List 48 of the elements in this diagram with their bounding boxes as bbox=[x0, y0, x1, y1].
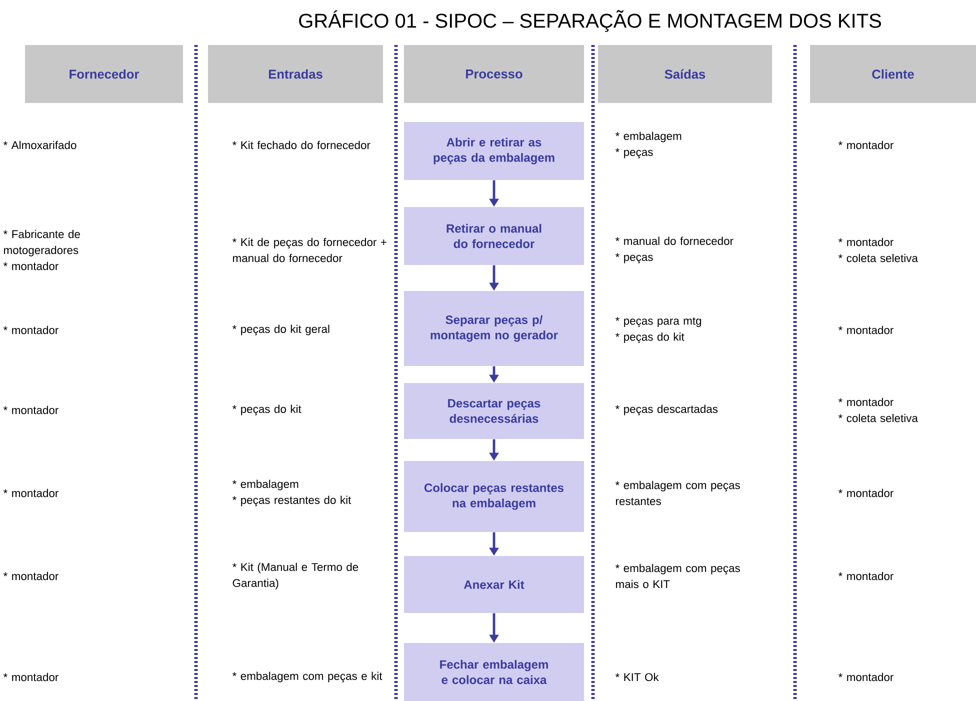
cell-text: * montador bbox=[838, 140, 894, 150]
cell-text: * montador bbox=[3, 262, 58, 270]
cell-text: * Kit (Manual e Termo de Garantia) bbox=[232, 562, 358, 590]
cell-text: * peças descartadas bbox=[615, 404, 718, 416]
process-box: Separar peças p/ montagem no gerador bbox=[404, 291, 584, 366]
cell-text: * coleta seletiva bbox=[838, 414, 918, 422]
cell-text: * peças do kit bbox=[615, 332, 684, 344]
cell-text: * montador bbox=[3, 488, 58, 498]
cell-text: * Fabricante de motogeradores bbox=[3, 230, 80, 256]
cell-text: * Kit fechado do fornecedor bbox=[232, 140, 370, 150]
cell-text: * embalagem bbox=[615, 132, 682, 142]
cell-text: * montador bbox=[838, 238, 894, 246]
column-header: Cliente bbox=[810, 45, 976, 103]
cell-text: * montador bbox=[3, 406, 58, 414]
process-box: Fechar embalagem e colocar na caixa bbox=[404, 643, 584, 701]
cell-text: * peças do kit bbox=[232, 404, 302, 416]
column-header: Processo bbox=[404, 45, 584, 103]
cell-text: * manual do fornecedor bbox=[615, 236, 734, 245]
cell-text: * embalagem com peças restantes bbox=[615, 480, 740, 506]
cell-text: * montador bbox=[838, 572, 894, 580]
column-header: Saídas bbox=[598, 45, 772, 103]
cell-text: * coleta seletiva bbox=[838, 254, 918, 262]
process-box: Retirar o manual do fornecedor bbox=[404, 207, 584, 265]
process-box: Abrir e retirar as peças da embalagem bbox=[404, 122, 584, 180]
cell-text: * montador bbox=[3, 672, 58, 682]
cell-text: * embalagem com peças mais o KIT bbox=[615, 564, 740, 588]
column-header: Fornecedor bbox=[25, 45, 183, 103]
process-box: Anexar Kit bbox=[404, 556, 584, 613]
title: GRÁFICO 01 - SIPOC – SEPARAÇÃO E MONTAGEM DOS KITS bbox=[299, 10, 881, 32]
process-box: Colocar peças restantes na embalagem bbox=[404, 461, 584, 532]
cell-text: * montador bbox=[3, 326, 58, 334]
column-header: Entradas bbox=[208, 45, 383, 103]
cell-text: * peças bbox=[615, 148, 653, 158]
cell-text: * Kit de peças do fornecedor + manual do fornecedor bbox=[232, 238, 386, 262]
cell-text: * peças restantes do kit bbox=[232, 496, 352, 506]
cell-text: * peças do kit geral bbox=[232, 324, 330, 336]
cell-text: * embalagem bbox=[232, 480, 298, 490]
cell-text: * peças para mtg bbox=[615, 316, 702, 328]
process-box: Descartar peças desnecessárias bbox=[404, 383, 584, 439]
cell-text: * montador bbox=[838, 488, 894, 498]
cell-text: * montador bbox=[838, 398, 894, 406]
cell-text: * montador bbox=[838, 326, 894, 334]
cell-text: * peças bbox=[615, 253, 653, 264]
cell-text: * Almoxarifado bbox=[3, 140, 76, 150]
cell-text: * montador bbox=[3, 572, 58, 580]
cell-text: * KIT Ok bbox=[615, 672, 659, 682]
cell-text: * embalagem com peças e kit bbox=[232, 672, 382, 682]
cell-text: * montador bbox=[838, 672, 894, 682]
